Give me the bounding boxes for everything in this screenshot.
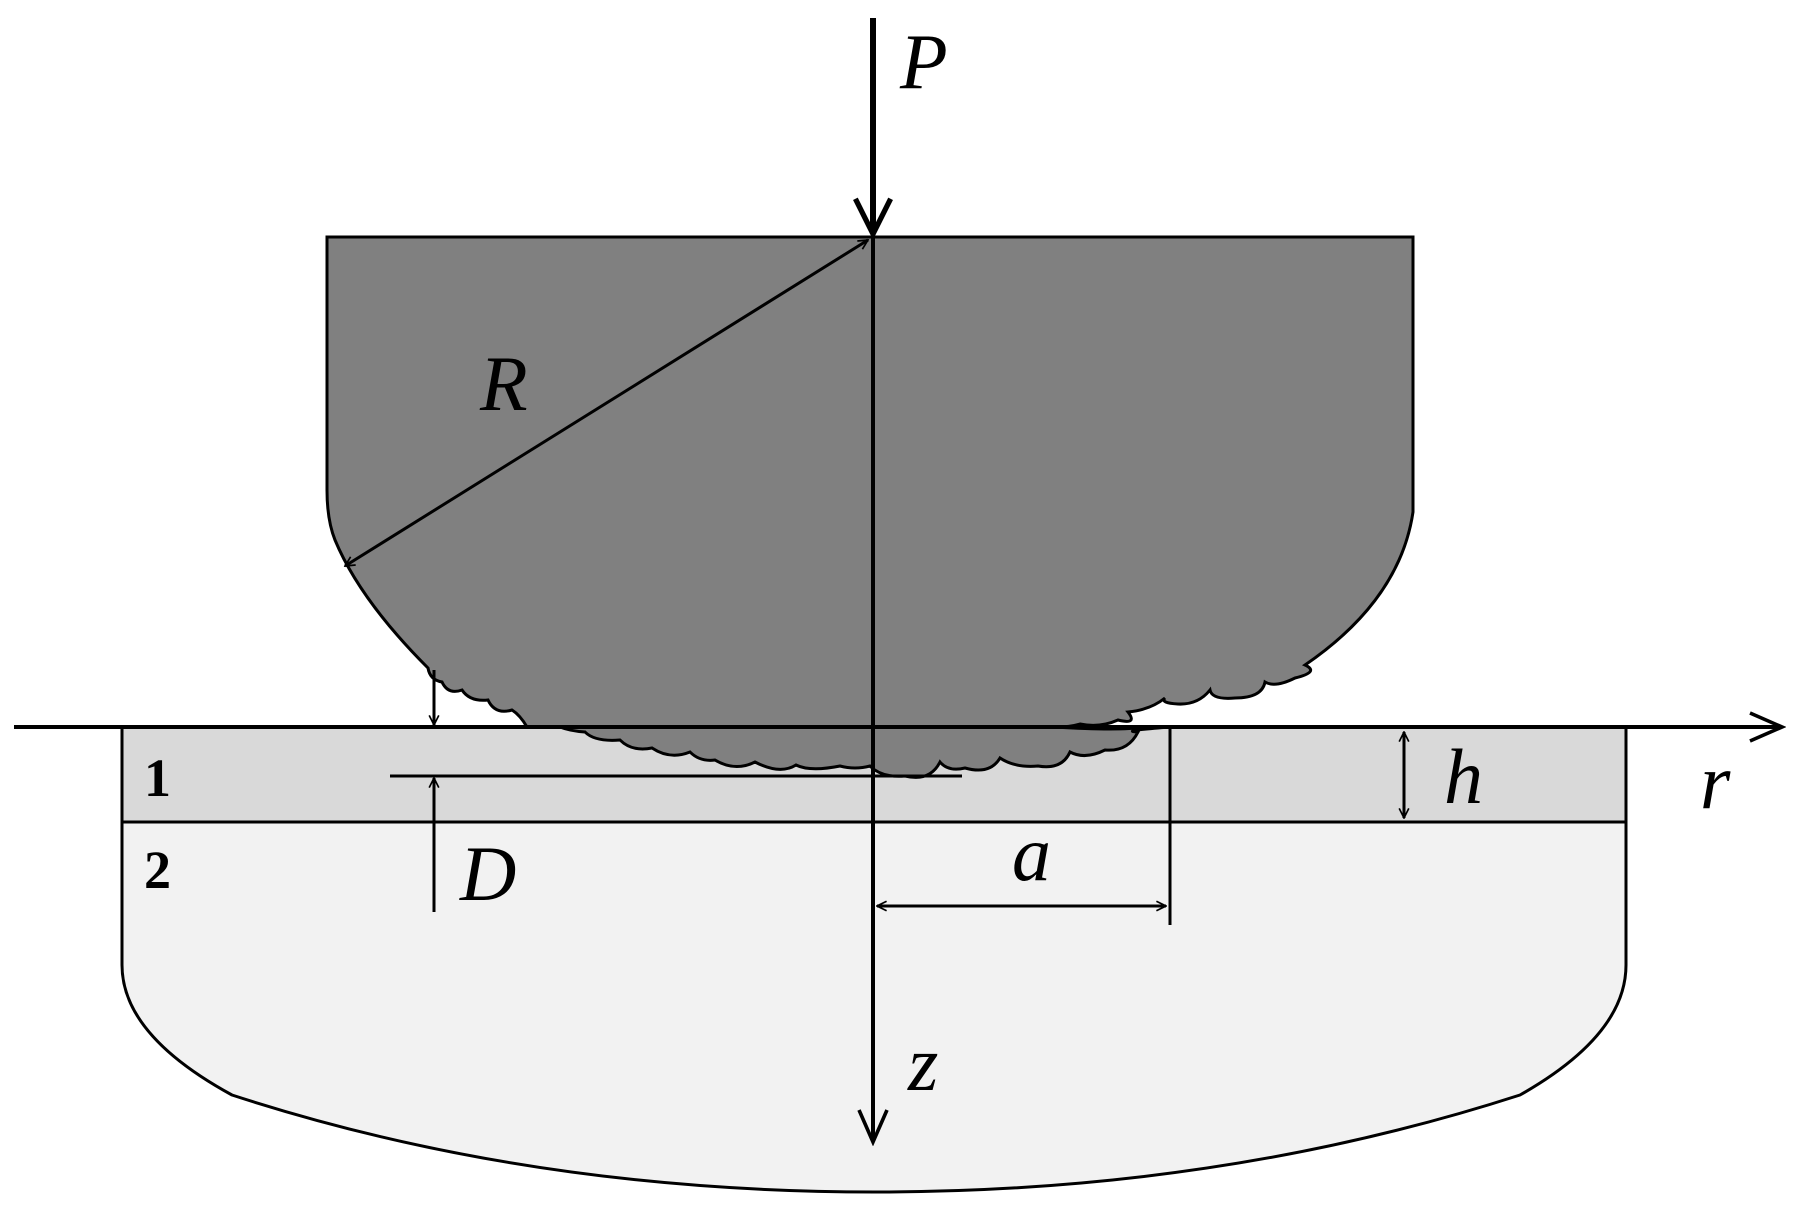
penetration-label: D	[459, 830, 516, 917]
indenter	[325, 235, 1415, 779]
z-axis-label: z	[907, 1020, 938, 1107]
contact-radius-label: a	[1012, 810, 1051, 897]
load-label: P	[899, 18, 948, 105]
layer-1-label: 1	[144, 748, 171, 808]
layer-2-label: 2	[144, 840, 171, 900]
radius-arrow	[345, 238, 868, 568]
r-axis-label: r	[1700, 738, 1731, 825]
radius-label: R	[479, 340, 528, 427]
thickness-label: h	[1444, 733, 1483, 820]
